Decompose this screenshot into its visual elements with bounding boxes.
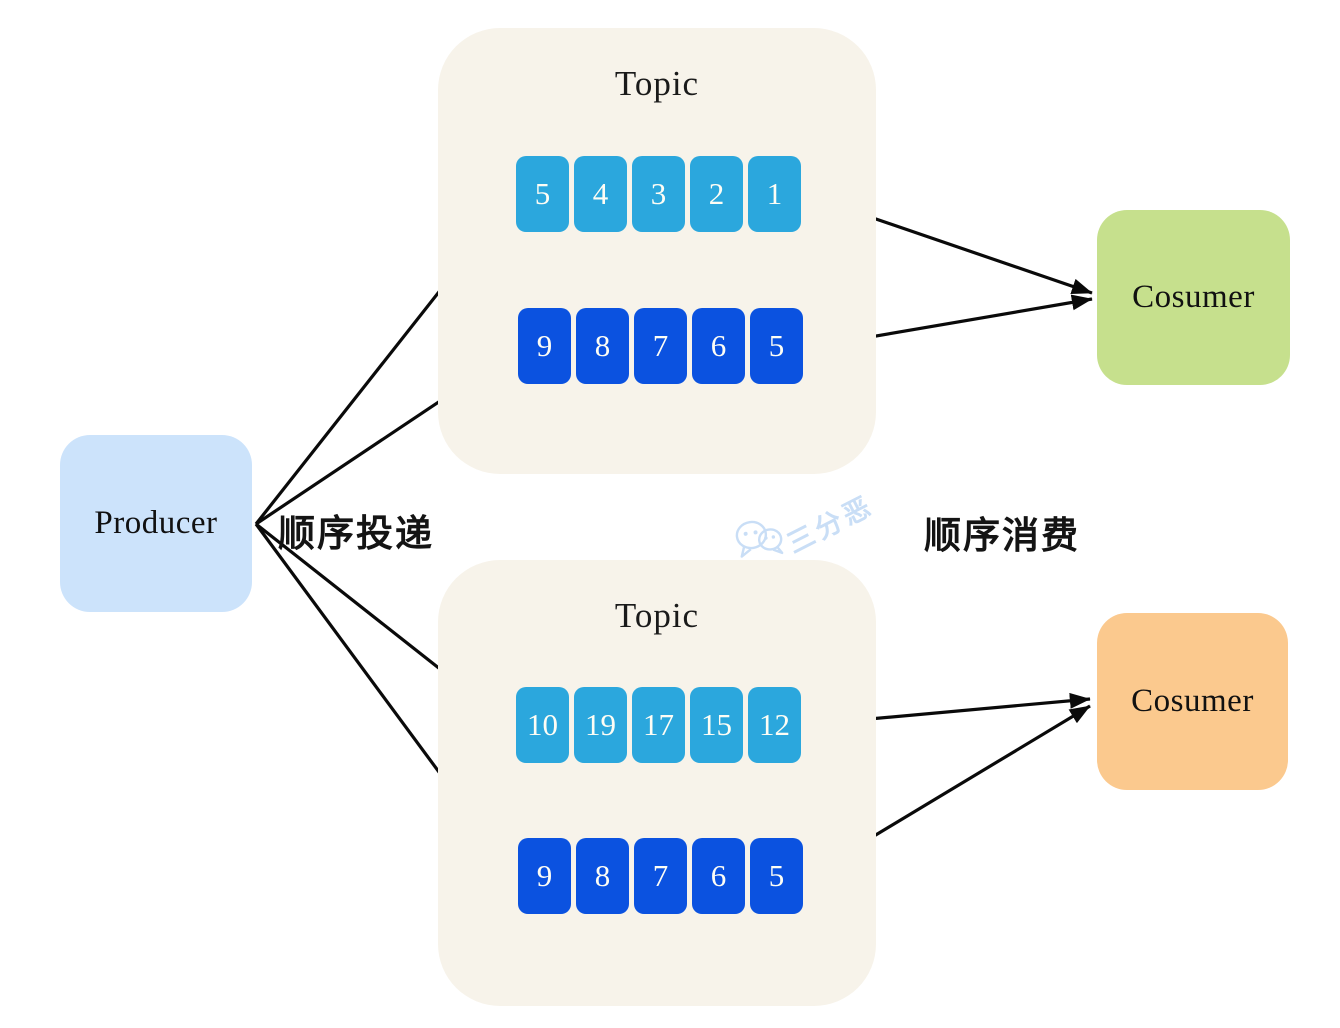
producer-label: Producer xyxy=(94,505,218,541)
queue-row-topic1-dark: 9 8 7 6 5 xyxy=(518,308,803,384)
message-cell: 6 xyxy=(692,838,745,914)
message-cell: 6 xyxy=(692,308,745,384)
message-cell: 7 xyxy=(634,308,687,384)
consumer-box-top: Cosumer xyxy=(1097,210,1290,385)
queue-row-topic1-light: 5 4 3 2 1 xyxy=(516,156,801,232)
queue-row-topic2-light: 10 19 17 15 12 xyxy=(516,687,801,763)
message-cell: 5 xyxy=(516,156,569,232)
topic-container-top: Topic xyxy=(438,28,876,474)
topic-title: Topic xyxy=(614,596,700,635)
message-cell: 17 xyxy=(632,687,685,763)
message-cell: 5 xyxy=(750,838,803,914)
consumer-box-bottom: Cosumer xyxy=(1097,613,1288,790)
message-cell: 12 xyxy=(748,687,801,763)
message-cell: 3 xyxy=(632,156,685,232)
message-cell: 2 xyxy=(690,156,743,232)
message-cell: 8 xyxy=(576,308,629,384)
topic-container-bottom: Topic xyxy=(438,560,876,1006)
message-cell: 10 xyxy=(516,687,569,763)
queue-row-topic2-dark: 9 8 7 6 5 xyxy=(518,838,803,914)
ordered-delivery-label: 顺序投递 xyxy=(278,514,434,555)
wechat-icon xyxy=(735,520,784,558)
consumer-label: Cosumer xyxy=(1131,683,1254,719)
watermark-text: 三分恶 xyxy=(782,490,879,560)
message-cell: 1 xyxy=(748,156,801,232)
message-cell: 5 xyxy=(750,308,803,384)
message-cell: 9 xyxy=(518,308,571,384)
topic-title: Topic xyxy=(614,64,700,103)
consumer-label: Cosumer xyxy=(1132,279,1255,315)
message-cell: 15 xyxy=(690,687,743,763)
message-cell: 9 xyxy=(518,838,571,914)
message-cell: 4 xyxy=(574,156,627,232)
message-cell: 7 xyxy=(634,838,687,914)
ordered-consumption-label: 顺序消费 xyxy=(924,516,1080,557)
producer-box: Producer xyxy=(60,435,252,612)
message-cell: 19 xyxy=(574,687,627,763)
message-cell: 8 xyxy=(576,838,629,914)
